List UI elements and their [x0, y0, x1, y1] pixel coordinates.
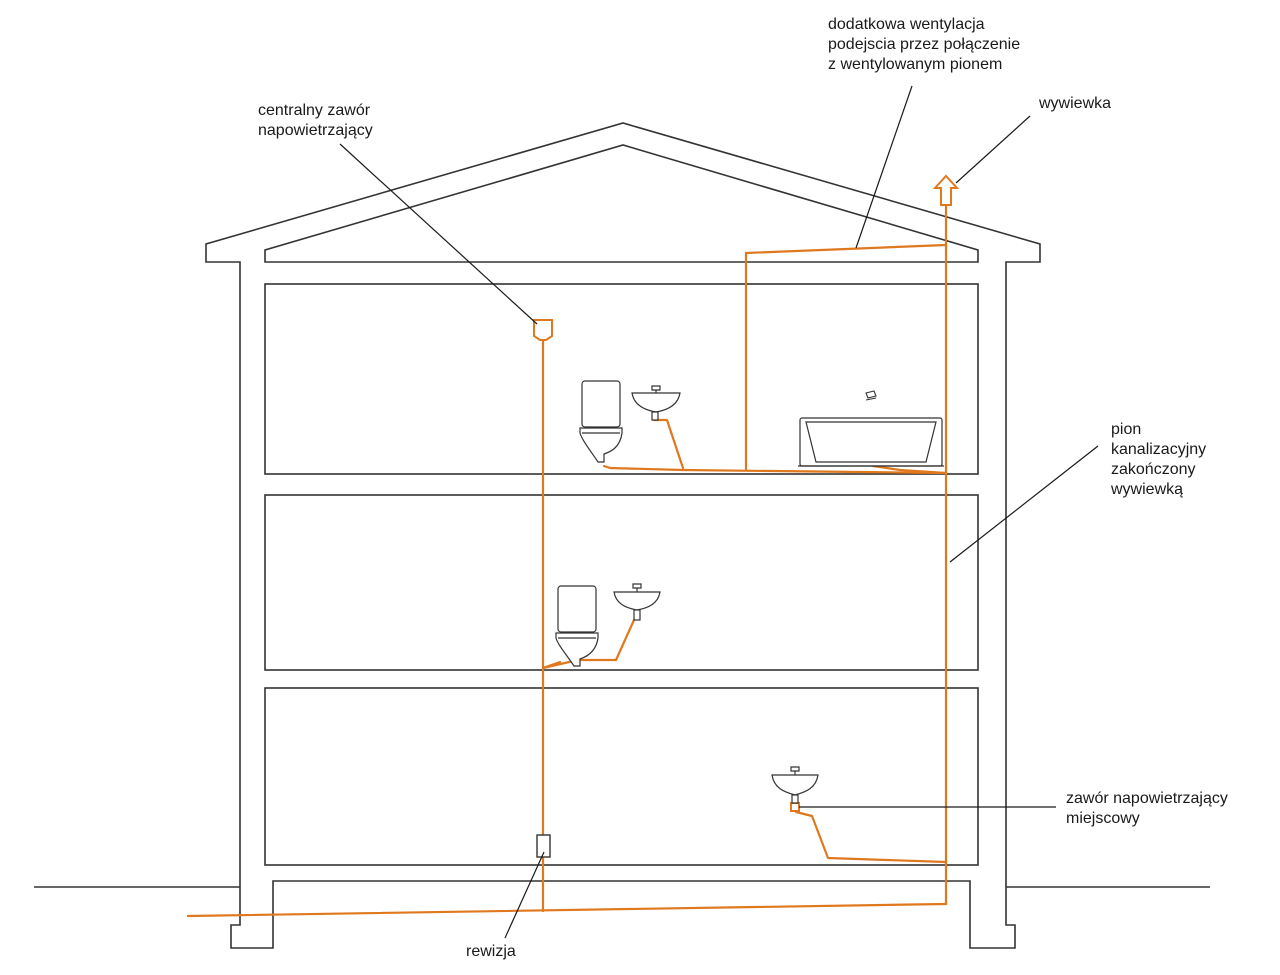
- label-local-valve-line-2: miejscowy: [1066, 810, 1140, 827]
- label-additional-vent-line-1: dodatkowa wentylacja: [828, 16, 985, 33]
- pipes: [186, 203, 948, 918]
- leader-lines: [339, 85, 1099, 939]
- label-local-valve: zawór napowietrzający miejscowy: [1066, 789, 1228, 829]
- upper-branch-pipe: [602, 464, 948, 475]
- label-roof-vent: wywiewka: [1039, 94, 1111, 114]
- floor-middle: [264, 494, 979, 671]
- label-stack: pion kanalizacyjny zakończony wywiewką: [1111, 420, 1206, 500]
- middle-sink-drain: [614, 618, 636, 662]
- label-additional-vent-line-2: podejscia przez połączenie: [828, 36, 1021, 53]
- additional-vent-pipe: [744, 243, 948, 472]
- label-stack-line-2: kanalizacyjny: [1111, 441, 1207, 458]
- cleanout-box: [536, 834, 551, 858]
- middle-sink-icon: [613, 583, 661, 621]
- attic-inner: [264, 144, 979, 263]
- fixtures: [555, 380, 944, 804]
- main-sewer-pipe: [186, 902, 948, 918]
- leader-stack: [949, 445, 1099, 563]
- leader-additional-vent: [855, 85, 913, 249]
- middle-wc-icon: [555, 585, 599, 667]
- building-structure: [34, 122, 1210, 949]
- label-local-valve-line-1: zawór napowietrzający: [1066, 790, 1228, 807]
- bath-drain: [871, 464, 948, 475]
- outer-shell: [205, 122, 1041, 949]
- bathtub-icon: [798, 417, 944, 467]
- label-roof-vent-text: wywiewka: [1039, 95, 1112, 112]
- label-cleanout-text: rewizja: [466, 943, 516, 960]
- label-central-valve-line-1: centralny zawór: [258, 102, 371, 119]
- upper-sink-drain: [652, 418, 685, 470]
- bath-faucet-icon: [865, 390, 877, 401]
- label-additional-vent-line-3: z wentylowanym pionem: [828, 56, 1003, 73]
- middle-branch-wc: [541, 660, 562, 670]
- ground-sink-icon: [771, 766, 819, 804]
- label-additional-vent: dodatkowa wentylacja podejscia przez poł…: [828, 15, 1020, 75]
- label-cleanout: rewizja: [466, 942, 516, 962]
- upper-sink-icon: [631, 385, 681, 421]
- local-air-valve: [790, 802, 800, 812]
- label-central-valve-line-2: napowietrzający: [258, 122, 373, 139]
- label-stack-line-4: wywiewką: [1111, 481, 1184, 498]
- central-air-valve: [533, 319, 553, 341]
- roof-vent-cap: [932, 174, 960, 206]
- label-stack-line-1: pion: [1111, 421, 1142, 438]
- floor-upper: [264, 283, 979, 475]
- upper-wc-icon: [579, 380, 623, 463]
- ground-branch-pipe: [794, 810, 948, 864]
- label-central-valve: centralny zawór napowietrzający: [258, 101, 373, 141]
- label-stack-line-3: zakończony: [1111, 461, 1196, 478]
- leader-roof-vent: [955, 115, 1031, 184]
- floor-ground: [264, 687, 979, 866]
- leader-central-valve: [339, 143, 538, 325]
- leader-cleanout: [504, 851, 545, 939]
